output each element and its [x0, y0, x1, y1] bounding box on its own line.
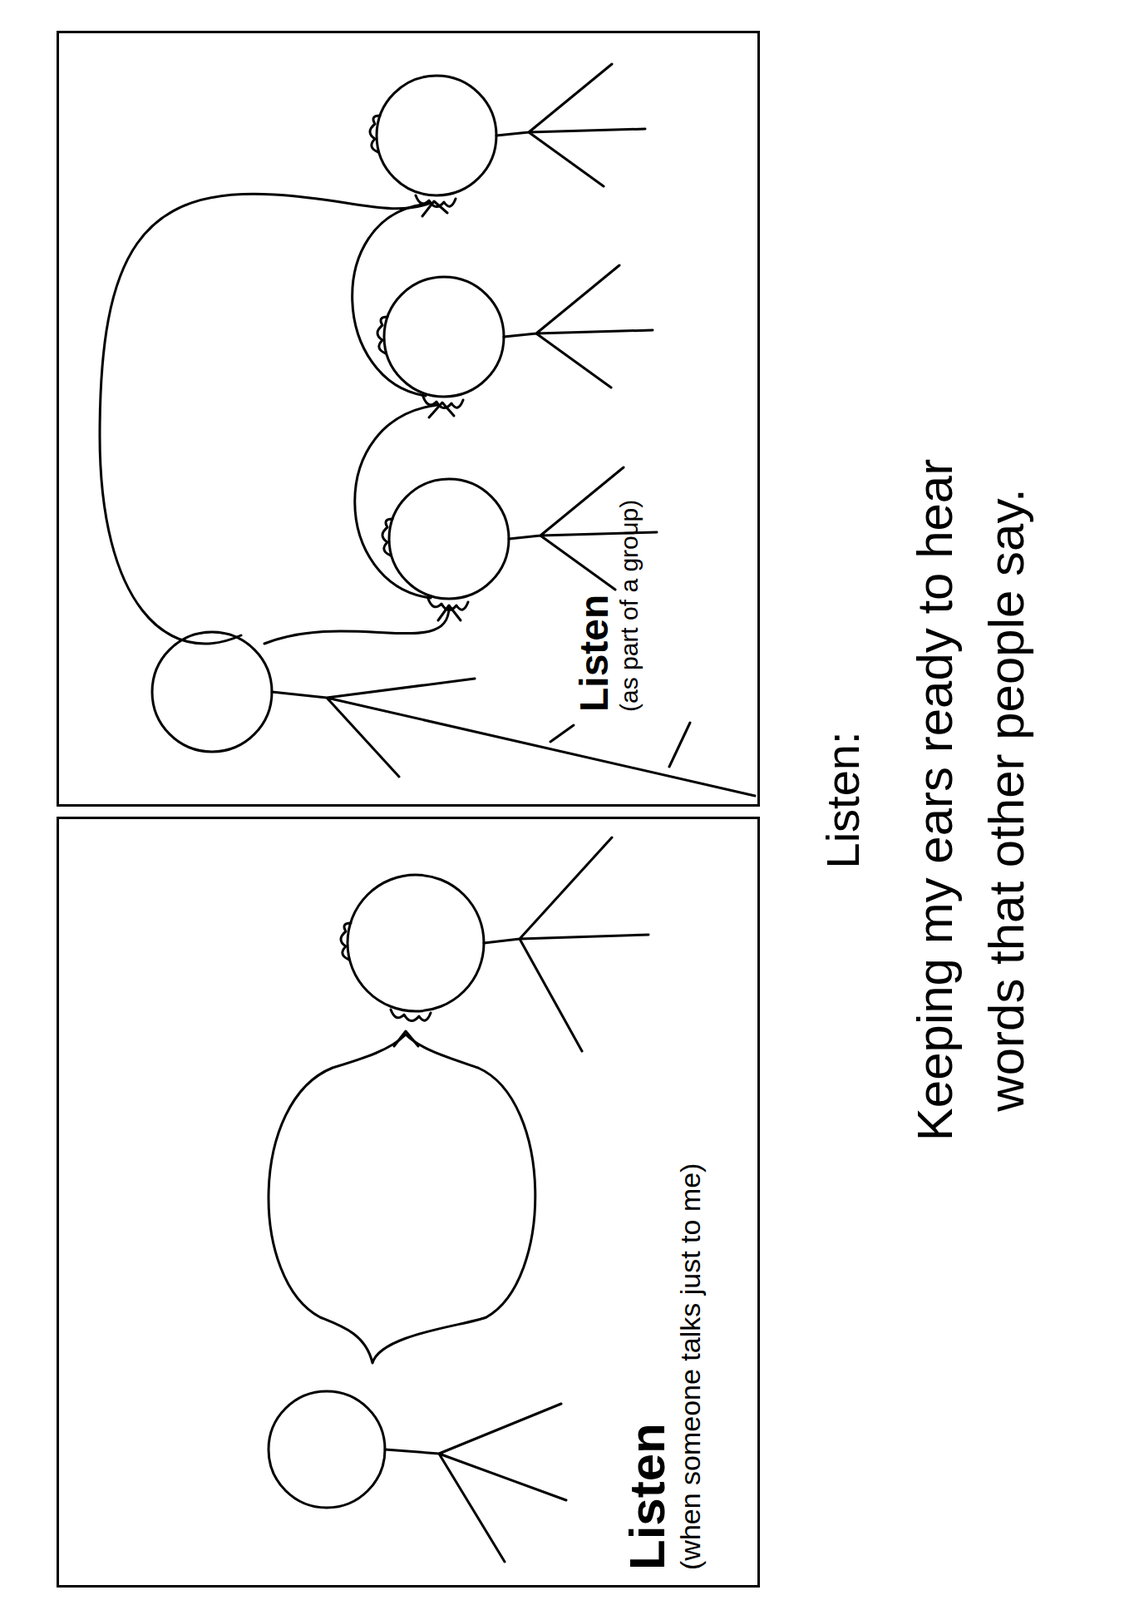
panel-label: Listen(as part of a group): [572, 499, 643, 712]
panel-subheading: (when someone talks just to me): [675, 1163, 706, 1570]
speaker-figure: [152, 631, 755, 796]
speaker-figure: [268, 1390, 567, 1562]
panel-heading: Listen: [621, 1163, 676, 1570]
listener-figure: [377, 265, 653, 409]
panel-label: Listen(when someone talks just to me): [621, 1163, 706, 1570]
panel-heading: Listen: [572, 499, 617, 712]
listener-figure: [369, 64, 646, 208]
listener-figure: [340, 837, 649, 1051]
title: Listen:: [816, 384, 870, 1216]
panel: Listen(when someone talks just to me): [56, 816, 760, 1588]
speech-bubble: [268, 1030, 536, 1363]
panel: Listen(as part of a group): [56, 30, 760, 807]
message-path: [99, 193, 461, 644]
tick-mark: [550, 722, 691, 767]
panel-subheading: (as part of a group): [616, 499, 643, 712]
caption: Keeping my ears ready to hear words that…: [899, 217, 1043, 1382]
